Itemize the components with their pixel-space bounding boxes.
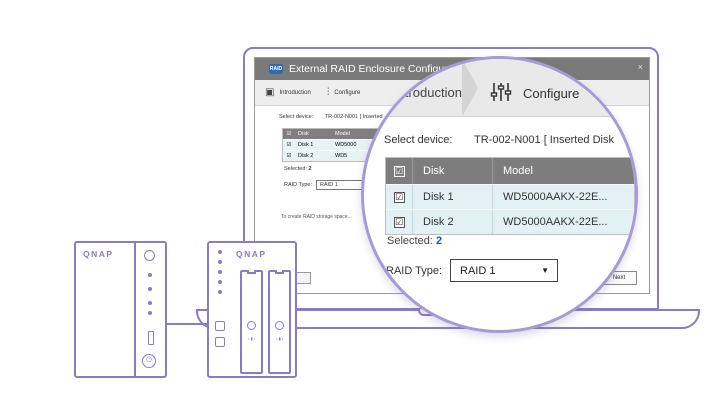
caret-down-icon: ▼ [541, 266, 549, 275]
row-model: WD5000AAKX-22E... [503, 191, 608, 203]
mini-raid-select[interactable]: RAID 1 [316, 180, 367, 190]
device-label: Select device: [384, 134, 453, 146]
mini-row-model: WD5000 [335, 142, 357, 148]
monitor-icon: ▣ [265, 87, 275, 98]
step-introduction[interactable]: ▣ Introduction [265, 87, 311, 98]
mini-row-disk: Disk 2 [298, 153, 314, 159]
table-row[interactable]: ☑ Disk 2 WD5000AAKX-22E... [386, 209, 634, 234]
mini-row-checkbox[interactable]: ☑ [286, 153, 292, 159]
mini-header-model: Model [335, 131, 350, 137]
step-configure[interactable]: ⫶ Configure [327, 87, 361, 98]
power-button-icon: ⏻ [142, 354, 156, 368]
usb-port-icon [148, 331, 154, 345]
header-model: Model [503, 165, 533, 177]
disk-table: ☑ Disk Model ☑ Disk 1 WD5000AAKX-22E... … [385, 157, 635, 235]
status-led-icon [148, 311, 152, 315]
status-led-icon [218, 280, 222, 284]
tray-led-icon: • ▮ • [276, 336, 284, 341]
mini-row-disk: Disk 1 [298, 142, 314, 148]
select-all-checkbox[interactable]: ☑ [393, 165, 405, 177]
selected-count-text: Selected: 2 [387, 235, 442, 247]
mini-selected: Selected: 2 [284, 166, 312, 172]
mini-raid-label: RAID Type: [284, 182, 313, 188]
row-disk: Disk 1 [413, 185, 493, 209]
mini-table-header: ☑ Disk Model [283, 129, 401, 139]
nas-divider [134, 243, 136, 376]
device-select[interactable]: TR-002-N001 [ Inserted Disk [474, 134, 614, 146]
disk-2-checkbox[interactable]: ☑ [393, 216, 405, 228]
power-ring-icon [144, 250, 155, 261]
table-row[interactable]: ☑ Disk 1 WD5000AAKX-22E... [386, 184, 634, 209]
tray-release-icon [275, 321, 284, 330]
disk-table-header: ☑ Disk Model [386, 158, 634, 184]
step-chevron-icon [462, 59, 478, 117]
status-led-icon [148, 301, 152, 305]
disk-1-checkbox[interactable]: ☑ [393, 191, 405, 203]
status-led-icon [218, 260, 222, 264]
mini-raid-row: RAID Type: RAID 1 [284, 180, 367, 190]
status-led-icon [148, 287, 152, 291]
qnap-logo: QNAP [83, 249, 114, 259]
magnifier-lens: Introduction Configure Select device: TR… [361, 56, 638, 333]
selected-count: 2 [435, 235, 443, 247]
raid-type-label: RAID Type: [386, 265, 443, 277]
raid-enclosure: QNAP • ▮ • • ▮ • [207, 241, 297, 378]
lock-icon [215, 321, 225, 331]
mini-row-checkbox[interactable]: ☑ [286, 142, 292, 148]
status-led-icon [148, 273, 152, 277]
sliders-icon [490, 81, 512, 108]
mini-selected-count: 2 [308, 166, 312, 172]
qnap-logo: QNAP [236, 249, 267, 259]
mini-header-checkbox[interactable]: ☑ [286, 131, 292, 137]
mini-device-value[interactable]: TR-002-N001 [ Inserted [324, 114, 383, 120]
drive-tray-1[interactable]: • ▮ • [240, 270, 263, 374]
mini-device-row: Select device: TR-002-N001 [ Inserted [279, 114, 383, 120]
tray-release-icon [247, 321, 256, 330]
drive-tray-2[interactable]: • ▮ • [268, 270, 291, 374]
lens-tab-configure[interactable]: Configure [523, 86, 580, 101]
status-led-icon [218, 270, 222, 274]
step-introduction-label: Introduction [279, 89, 311, 96]
tray-notch [247, 270, 256, 274]
tray-notch [275, 270, 284, 274]
row-disk: Disk 2 [413, 210, 493, 234]
usb-icon [215, 337, 225, 347]
row-checkbox-cell: ☑ [386, 185, 413, 209]
mini-row-model: WD5 [335, 153, 348, 159]
mini-selected-label: Selected: [284, 166, 307, 172]
raid-type-select[interactable]: RAID 1 ▼ [450, 259, 558, 282]
row-model: WD5000AAKX-22E... [503, 216, 608, 228]
lens-tab-introduction[interactable]: Introduction [394, 85, 462, 100]
status-led-icon [218, 290, 222, 294]
raid-logo-icon: RAID [269, 64, 283, 74]
tray-led-icon: • ▮ • [248, 336, 256, 341]
connection-cable [165, 323, 209, 325]
step-configure-label: Configure [334, 89, 361, 96]
mini-hint-text: To create RAID storage space... [281, 214, 352, 220]
raid-type-value: RAID 1 [460, 264, 496, 277]
status-led-icon [218, 250, 222, 254]
table-row[interactable]: ☑ Disk 1 WD5000 [283, 139, 401, 150]
mini-disk-table: ☑ Disk Model ☑ Disk 1 WD5000 ☑ Disk 2 WD… [282, 128, 402, 162]
selected-label: Selected: [387, 235, 433, 247]
header-disk: Disk [413, 158, 493, 184]
nas-device: QNAP ⏻ [74, 241, 167, 378]
sliders-icon: ⫶ [326, 87, 330, 98]
table-row[interactable]: ☑ Disk 2 WD5 [283, 150, 401, 161]
row-checkbox-cell: ☑ [386, 210, 413, 234]
header-checkbox-cell: ☑ [386, 158, 413, 184]
mini-header-disk: Disk [298, 131, 309, 137]
close-icon[interactable]: × [637, 62, 643, 72]
mini-device-label: Select device: [279, 114, 314, 120]
